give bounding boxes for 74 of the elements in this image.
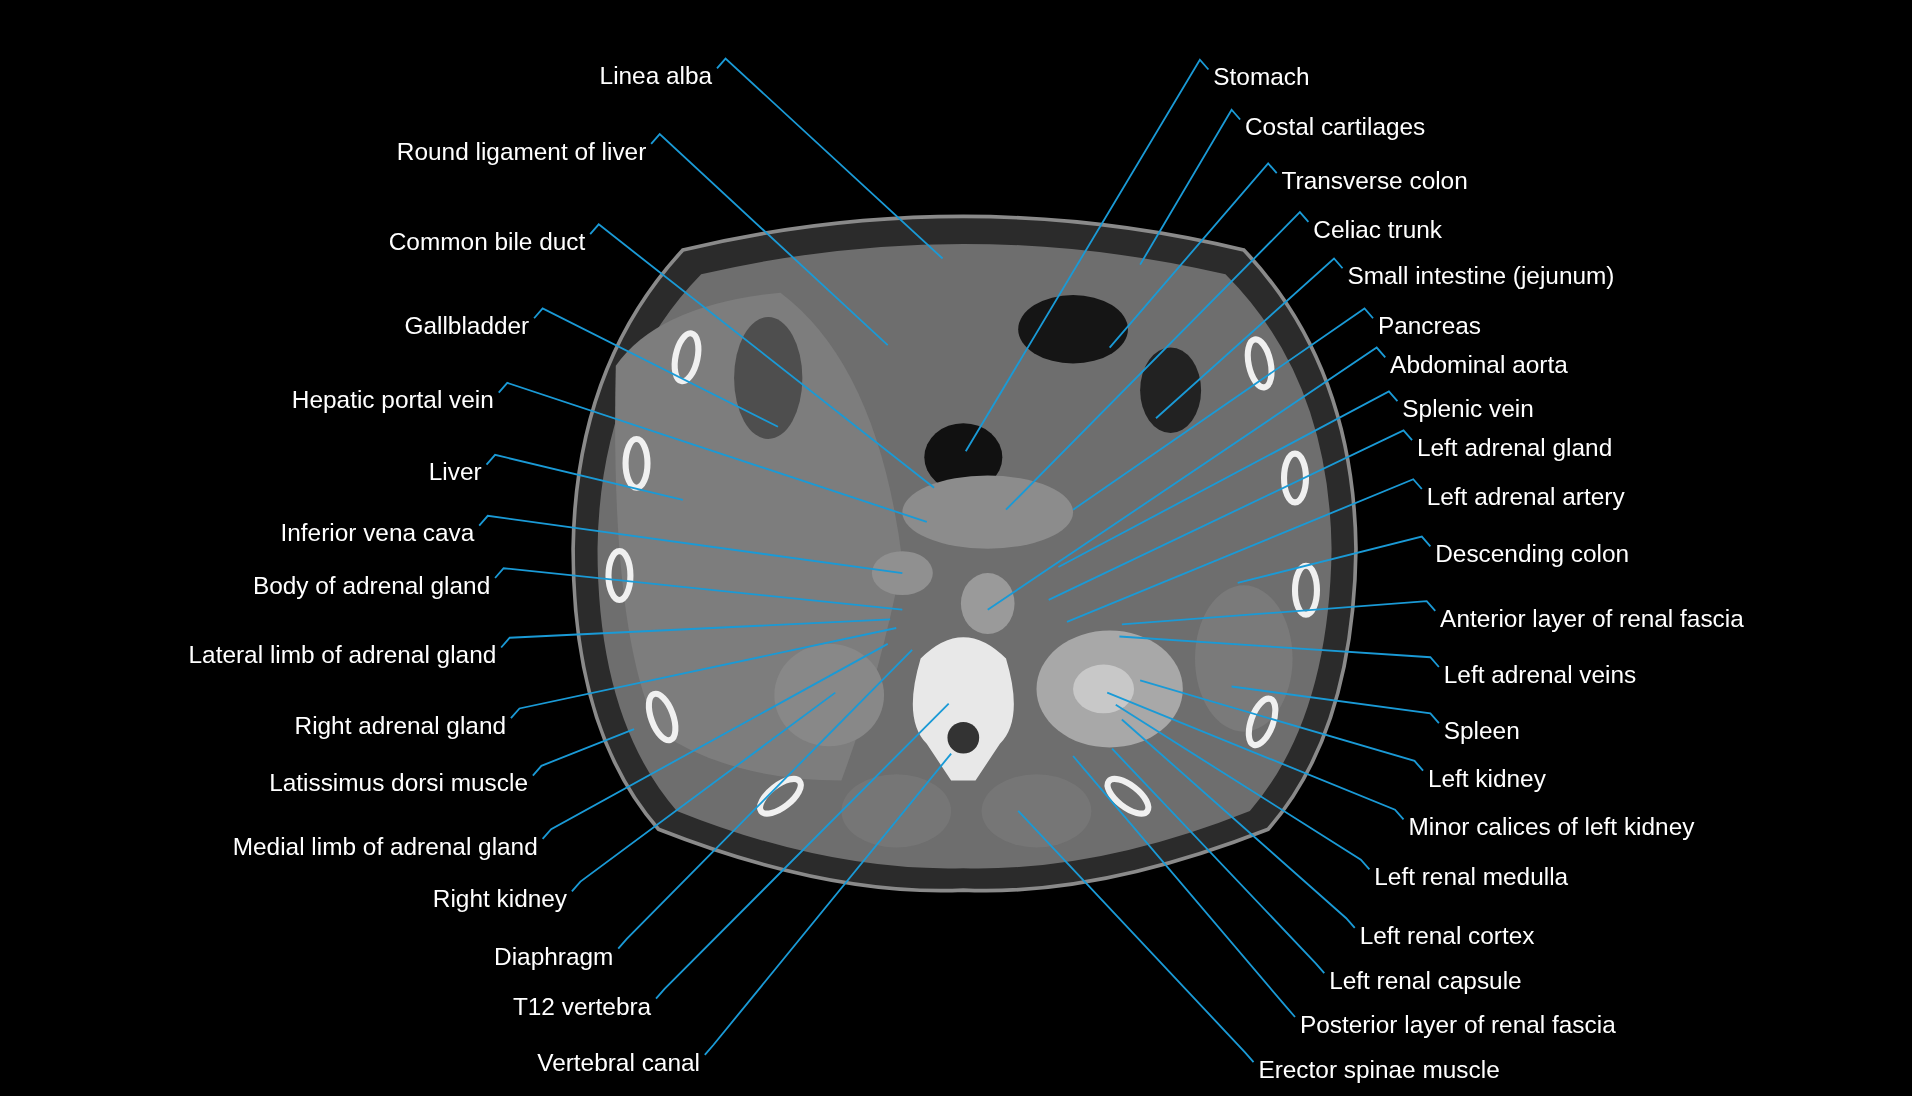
structure-label: Left adrenal veins	[1443, 659, 1637, 689]
leader-line	[703, 752, 953, 1056]
structure-label: Erector spinae muscle	[1258, 1054, 1500, 1085]
structure-label: Right kidney	[432, 884, 567, 914]
leader-line	[1118, 635, 1440, 668]
leader-line	[1230, 685, 1440, 724]
leader-line	[964, 58, 1210, 453]
leader-line	[478, 514, 904, 575]
leader-line	[1155, 257, 1344, 420]
structure-label: Celiac trunk	[1313, 214, 1443, 244]
leader-line	[1139, 679, 1424, 772]
structure-label: Lateral limb of adrenal gland	[188, 640, 497, 670]
structure-label: Right adrenal gland	[294, 710, 507, 741]
leader-line	[500, 618, 892, 649]
structure-label: Posterior layer of renal fascia	[1299, 1009, 1616, 1039]
structure-label: Minor calices of left kidney	[1408, 812, 1695, 842]
leader-line	[1120, 718, 1356, 929]
leader-line	[1114, 703, 1371, 871]
leader-line	[1111, 747, 1326, 974]
leader-line	[650, 132, 889, 346]
structure-label: Diaphragm	[494, 941, 614, 971]
structure-label: Gallbladder	[404, 310, 530, 341]
leader-line	[1139, 108, 1242, 266]
structure-label: Descending colon	[1435, 538, 1630, 569]
structure-label: Round ligament of liver	[396, 136, 647, 166]
leader-line	[1072, 755, 1296, 1018]
leader-line	[1108, 162, 1278, 349]
structure-label: Costal cartilages	[1245, 112, 1426, 142]
leader-line	[1072, 307, 1374, 511]
leader-line	[1120, 600, 1437, 626]
leader-line	[1047, 429, 1413, 601]
structure-label: Linea alba	[599, 60, 713, 91]
leader-line	[1057, 390, 1399, 568]
leader-line	[497, 381, 928, 523]
leader-line	[533, 307, 779, 428]
structure-label: Left adrenal artery	[1426, 481, 1625, 511]
structure-label: Pancreas	[1377, 310, 1481, 341]
leader-line	[655, 702, 950, 1000]
structure-label: Left renal capsule	[1329, 965, 1522, 996]
leader-line	[1005, 210, 1310, 511]
structure-label: Hepatic portal vein	[291, 385, 494, 415]
leader-line	[589, 223, 935, 489]
structure-label: Medial limb of adrenal gland	[232, 831, 538, 861]
structure-label: Vertebral canal	[537, 1047, 700, 1077]
structure-label: Left adrenal gland	[1416, 432, 1613, 463]
structure-label: Left kidney	[1427, 763, 1546, 793]
leader-line	[1017, 810, 1255, 1063]
leader-line	[510, 627, 898, 720]
leader-line	[617, 649, 914, 950]
structure-label: Stomach	[1213, 62, 1310, 92]
leader-line	[494, 567, 904, 611]
structure-label: Common bile duct	[388, 226, 586, 257]
structure-label: Anterior layer of renal fascia	[1440, 603, 1744, 633]
leader-line	[541, 642, 889, 840]
structure-label: Small intestine (jejunum)	[1347, 260, 1615, 291]
leader-line	[986, 346, 1387, 611]
leader-line	[1106, 691, 1405, 821]
structure-label: Left renal medulla	[1374, 862, 1569, 892]
structure-label: T12 vertebra	[512, 991, 652, 1021]
structure-label: Latissimus dorsi muscle	[269, 768, 528, 798]
structure-label: Liver	[428, 457, 482, 487]
leader-line	[485, 453, 684, 501]
leader-line	[1066, 478, 1423, 623]
structure-label: Splenic vein	[1402, 393, 1534, 424]
structure-label: Transverse colon	[1281, 165, 1468, 196]
leader-line	[1236, 535, 1432, 584]
leader-line	[716, 57, 944, 260]
structure-label: Inferior vena cava	[280, 518, 475, 548]
leader-line	[531, 728, 635, 777]
structure-label: Body of adrenal gland	[252, 570, 491, 600]
structure-label: Left renal cortex	[1359, 920, 1535, 950]
structure-label: Abdominal aorta	[1390, 349, 1568, 380]
structure-label: Spleen	[1443, 715, 1520, 746]
leader-line	[571, 691, 837, 893]
